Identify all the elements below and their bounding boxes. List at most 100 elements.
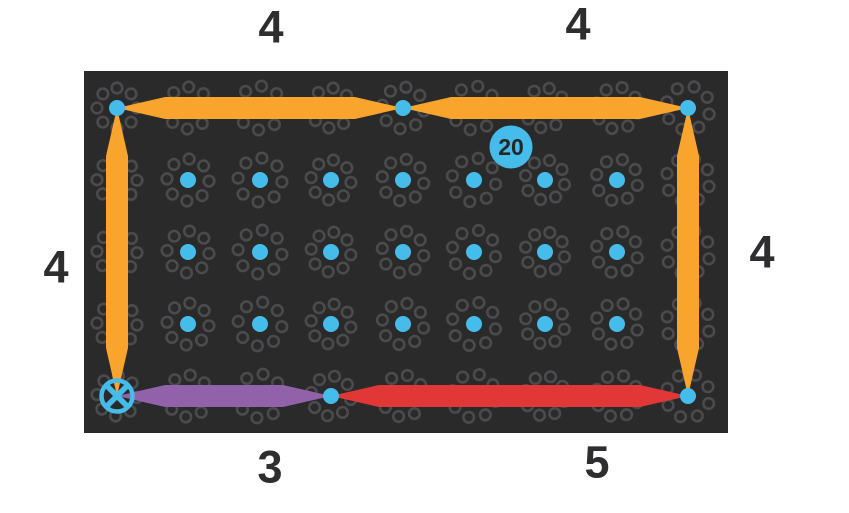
- ring-circle: [455, 226, 469, 241]
- peg[interactable]: [180, 172, 196, 188]
- side-length-label-right: 4: [749, 226, 775, 278]
- ring-circle: [393, 122, 407, 136]
- ring-circle: [616, 225, 630, 239]
- ring-circle: [479, 263, 493, 278]
- peg[interactable]: [609, 172, 625, 188]
- peg[interactable]: [323, 172, 339, 188]
- peg[interactable]: [180, 316, 196, 332]
- ring-circle: [312, 157, 326, 171]
- ring-circle: [326, 81, 340, 95]
- ring-circle: [417, 176, 431, 190]
- ring-circle: [160, 315, 174, 329]
- ring-circle: [628, 162, 642, 177]
- ring-circle: [543, 298, 557, 312]
- ring-circle: [479, 191, 493, 205]
- band-junction-peg[interactable]: [109, 100, 125, 116]
- ring-circle: [455, 298, 469, 312]
- ring-circle: [620, 191, 635, 205]
- peg[interactable]: [609, 316, 625, 332]
- ring-circle: [182, 224, 197, 238]
- band-junction-peg[interactable]: [323, 388, 339, 404]
- ring-circle: [255, 223, 269, 237]
- ring-circle: [445, 169, 460, 183]
- ring-circle: [591, 255, 606, 269]
- peg[interactable]: [180, 244, 196, 260]
- peg[interactable]: [323, 316, 339, 332]
- ring-circle: [379, 185, 393, 199]
- ring-circle: [326, 153, 341, 167]
- ring-circle: [456, 370, 470, 384]
- ring-circle: [400, 224, 414, 238]
- ring-circle: [702, 252, 716, 266]
- ring-circle: [275, 175, 289, 189]
- peg[interactable]: [395, 244, 411, 260]
- ring-circle: [408, 190, 422, 204]
- band-knot-marker[interactable]: [99, 378, 135, 414]
- peg[interactable]: [252, 316, 268, 332]
- ring-circle: [167, 301, 182, 315]
- ring-circle: [472, 296, 486, 310]
- ring-circle: [385, 371, 399, 386]
- ring-circle: [702, 179, 716, 193]
- ring-circle: [124, 87, 138, 101]
- ring-circle: [620, 335, 634, 350]
- peg[interactable]: [609, 244, 625, 260]
- ring-circle: [630, 251, 644, 265]
- ring-circle: [312, 301, 326, 315]
- ring-circle: [320, 409, 335, 423]
- ring-circle: [604, 265, 618, 279]
- ring-circle: [518, 240, 533, 254]
- ring-circle: [250, 339, 264, 353]
- ring-circle: [379, 113, 393, 128]
- ring-circle: [548, 190, 563, 204]
- peg[interactable]: [252, 172, 268, 188]
- peg[interactable]: [537, 172, 553, 188]
- ring-circle: [630, 323, 644, 337]
- peg[interactable]: [537, 244, 553, 260]
- side-length-label-left: 4: [43, 241, 69, 293]
- ring-circle: [521, 184, 535, 198]
- ring-circle: [308, 329, 322, 343]
- ring-circle: [124, 115, 138, 129]
- peg[interactable]: [323, 244, 339, 260]
- peg[interactable]: [395, 316, 411, 332]
- band-left[interactable]: [106, 108, 128, 396]
- ring-circle: [599, 83, 613, 97]
- ring-circle: [110, 81, 124, 95]
- band-junction-peg[interactable]: [395, 100, 411, 116]
- ring-circle: [521, 255, 535, 269]
- band-right[interactable]: [677, 108, 699, 396]
- band-top-right[interactable]: [403, 97, 688, 119]
- band-junction-peg[interactable]: [680, 100, 696, 116]
- ring-circle: [160, 243, 174, 258]
- band-junction-peg[interactable]: [680, 388, 696, 404]
- peg[interactable]: [252, 244, 268, 260]
- ring-circle: [312, 373, 327, 387]
- ring-circle: [592, 183, 606, 198]
- ring-circle: [557, 322, 571, 336]
- band-bottom-left[interactable]: [117, 385, 331, 407]
- ring-circle: [700, 235, 715, 249]
- peg[interactable]: [466, 172, 482, 188]
- band-bottom-right[interactable]: [331, 385, 688, 407]
- peg[interactable]: [466, 316, 482, 332]
- ring-circle: [449, 185, 463, 199]
- ring-circle: [130, 318, 144, 332]
- ring-circle: [344, 320, 358, 334]
- ring-circle: [308, 257, 322, 271]
- ring-circle: [375, 241, 389, 255]
- peg[interactable]: [395, 172, 411, 188]
- peg[interactable]: [537, 316, 553, 332]
- band-top-left[interactable]: [117, 97, 403, 119]
- peg[interactable]: [466, 244, 482, 260]
- ring-circle: [549, 118, 563, 132]
- ring-circle: [267, 262, 281, 276]
- ring-circle: [454, 83, 469, 97]
- ring-circle: [308, 400, 322, 415]
- ring-circle: [384, 228, 398, 242]
- ring-circle: [240, 371, 254, 386]
- ring-circle: [321, 337, 335, 351]
- ring-circle: [701, 307, 715, 322]
- ring-circle: [239, 300, 254, 314]
- ring-circle: [478, 408, 492, 422]
